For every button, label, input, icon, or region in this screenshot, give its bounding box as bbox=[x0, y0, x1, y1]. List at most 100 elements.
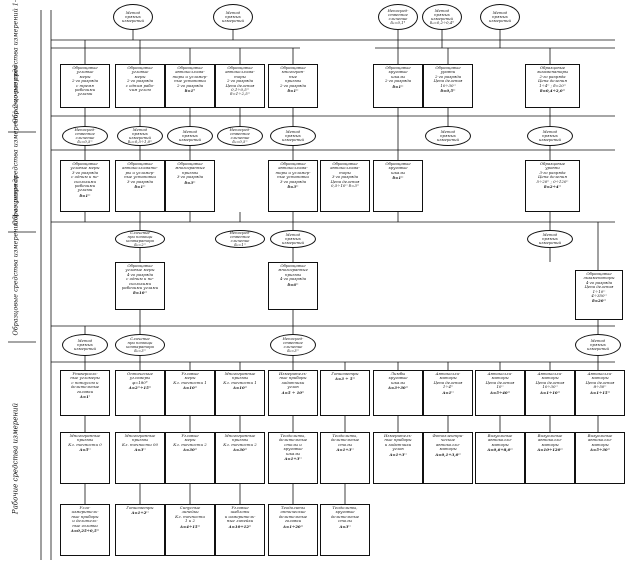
method-node-o2_6: Метод прямых измерений bbox=[425, 126, 471, 146]
method-node-o2_7: Метод прямых измерений bbox=[527, 126, 573, 146]
instrument-box-r2_5: Образцовые автоколлима- торы 3-го разряд… bbox=[320, 160, 370, 212]
instrument-name: Теодолиты, круговые делительные столы bbox=[330, 505, 360, 524]
instrument-box-w2_7: Измеритель- ные приборы и задатчики угло… bbox=[373, 432, 423, 484]
accuracy-value: Δ=1÷20'' bbox=[282, 523, 304, 529]
instrument-name: Многогранные призмы Кл. точности 2 bbox=[223, 433, 257, 447]
accuracy-value: δ=3'' bbox=[184, 179, 196, 185]
accuracy-value: δ=20'' bbox=[592, 298, 606, 304]
accuracy-value: Δ=3 ÷ 5'' bbox=[334, 376, 356, 382]
accuracy-value: Δ=30'' bbox=[232, 447, 248, 453]
instrument-name: Образцовые круговые шкалы 2-го разряда bbox=[384, 65, 412, 84]
accuracy-value: Δ=0,6÷8,0'' bbox=[487, 447, 513, 453]
accuracy-value: Δ=10÷12'' bbox=[228, 523, 252, 529]
accuracy-value: Δ=1' bbox=[79, 394, 91, 400]
instrument-name: Визуальные автоколли- маторы bbox=[537, 433, 563, 447]
instrument-name: Образцовые автоколлима- торы и угломер- … bbox=[172, 65, 208, 88]
instrument-name: Теодолиты, делительные столы bbox=[330, 433, 360, 447]
method-name: Метод прямых измерений δ₀=0,2÷0,4° bbox=[429, 7, 455, 26]
instrument-box-w1_2: Оптические угломеры φ=180°Δ=2''÷15'' bbox=[115, 370, 165, 416]
instrument-name: Универсаль- ные угломеры с нониусом и де… bbox=[70, 371, 100, 394]
instrument-box-w3_4: Угловые шаблоны и измеритель- ные линейк… bbox=[215, 504, 265, 556]
method-name: Непосред- ственное сличение δ₀=0,1° bbox=[387, 7, 409, 26]
method-node-o2_3: Метод прямых измерений bbox=[167, 126, 213, 146]
method-node-o3_2: Непосред- ственное сличение δ₀=1'' bbox=[215, 230, 265, 248]
instrument-box-r1_5: Образцовые многогран- ные призмы 2-го ра… bbox=[268, 64, 318, 108]
method-name: Сличение при помощи компаратора δ₀=2'' bbox=[126, 230, 154, 248]
method-name: Метод прямых измерений bbox=[539, 128, 561, 143]
method-name: Метод прямых измерений bbox=[222, 9, 244, 24]
accuracy-value: Δ=3'' bbox=[339, 523, 351, 529]
instrument-box-r3_3: Образцовые экзаменаторы 4-го разряда Цен… bbox=[575, 270, 623, 320]
accuracy-value: Δ=5'' bbox=[79, 447, 91, 453]
instrument-box-r2_4: Образцовые автоколлима- торы и угломер- … bbox=[268, 160, 318, 212]
method-node-o2_2: Метод прямых измерений δ₀=0,5÷1,0'' bbox=[117, 126, 163, 146]
method-name: Метод прямых измерений bbox=[587, 337, 609, 352]
accuracy-value: δ=1'' bbox=[392, 83, 404, 89]
accuracy-value: Δ=1'' bbox=[442, 389, 454, 395]
instrument-name: Образцовые автоколлима- торы 3-го разряд… bbox=[330, 161, 360, 189]
instrument-name: Визуальные автоколли- маторы bbox=[487, 433, 513, 447]
instrument-box-w3_1: Угло- измеритель- ные приборы и делитель… bbox=[60, 504, 110, 556]
method-name: Метод прямых измерений δ₀=0,5÷1,0'' bbox=[127, 126, 153, 145]
accuracy-value: Δ=1÷3'' bbox=[336, 447, 354, 453]
method-node-o4_1: Метод прямых измерений bbox=[62, 334, 108, 356]
instrument-name: Угловые меры Кл. точности 2 bbox=[173, 433, 207, 447]
accuracy-value: δ=1° bbox=[184, 88, 196, 94]
accuracy-value: δ=0,5'' bbox=[440, 88, 456, 94]
instrument-box-r2_2: Образцовые автоколлимато- ры и угломер- … bbox=[115, 160, 165, 212]
instrument-box-r1_2: Образцовые угловые меры 2-го разряда с о… bbox=[115, 64, 165, 108]
level-label-3: Образцовые средства измерений 4-го разря… bbox=[11, 175, 20, 336]
accuracy-value: Δ=1÷15'' bbox=[589, 389, 611, 395]
instrument-box-r1_8: Образцовые экзаменаторы 2-го разряда Цен… bbox=[525, 64, 580, 108]
instrument-name: Угло- измеритель- ные приборы и делитель… bbox=[71, 505, 99, 528]
method-name: Метод прямых измерений bbox=[489, 9, 511, 24]
instrument-name: Оптические угломеры φ=180° bbox=[127, 371, 153, 385]
method-name: Метод прямых измерений bbox=[282, 128, 304, 143]
method-node-m_top5: Метод прямых измерений bbox=[480, 4, 520, 30]
accuracy-value: Δ=10'' bbox=[182, 385, 198, 391]
instrument-box-w1_8: Автоколли- маторы Цена деления 1÷4''Δ=1'… bbox=[423, 370, 473, 416]
accuracy-value: Δ=1÷2'' bbox=[131, 510, 149, 516]
instrument-name: Образцовые угловые меры 2-го разряда с т… bbox=[71, 65, 99, 97]
accuracy-value: Δ=3'' bbox=[134, 447, 146, 453]
accuracy-value: Δ=3÷30'' bbox=[387, 385, 409, 391]
instrument-name: Многогранные призмы Кл. точности 1 bbox=[223, 371, 257, 385]
method-name: Метод прямых измерений bbox=[282, 231, 304, 246]
instrument-box-w1_9: Автоколли- маторы Цена деления 10''Δ=5÷4… bbox=[475, 370, 525, 416]
instrument-name: Многогранные призмы Кл. точности 0 bbox=[68, 433, 102, 447]
accuracy-value: δ=10'' bbox=[133, 290, 147, 296]
instrument-box-w1_1: Универсаль- ные угломеры с нониусом и де… bbox=[60, 370, 110, 416]
instrument-box-w1_10: Автоколли- маторы Цена деления 10÷30''Δ=… bbox=[525, 370, 575, 416]
instrument-name: Синусные линейки Кл. точности 1 и 2 bbox=[175, 505, 205, 524]
instrument-name: Угловые меры Кл. точности 1 bbox=[173, 371, 207, 385]
accuracy-value: Δ=4÷15'' bbox=[179, 523, 201, 529]
instrument-name: Теодолиты оптические делительные головки bbox=[278, 505, 308, 524]
method-node-m_top3: Непосред- ственное сличение δ₀=0,1° bbox=[378, 4, 418, 30]
method-node-o2_4: Непосред- ственное сличение δ₀=0,5'' bbox=[217, 126, 263, 146]
method-node-o3_1: Сличение при помощи компаратора δ₀=2'' bbox=[115, 230, 165, 248]
accuracy-value: δ=1'' bbox=[134, 184, 146, 190]
method-name: Непосред- ственное сличение δ₀=1'' bbox=[229, 230, 251, 248]
method-name: Метод прямых измерений bbox=[122, 9, 144, 24]
instrument-name: Образцовые уровни 3-го разряда Цена деле… bbox=[536, 161, 569, 184]
method-node-m_top4: Метод прямых измерений δ₀=0,2÷0,4° bbox=[422, 4, 462, 30]
instrument-name: Измеритель- ные приборы задатчики углов bbox=[279, 371, 307, 390]
accuracy-value: Δ=0,1÷3,0'' bbox=[435, 451, 461, 457]
accuracy-value: δ=3'' bbox=[287, 184, 299, 190]
method-node-o3_4: Метод прямых измерений bbox=[527, 230, 573, 248]
instrument-box-r1_1: Образцовые угловые меры 2-го разряда с т… bbox=[60, 64, 110, 108]
method-node-o4_3: Непосред- ственное сличение δ₀=3'' bbox=[270, 334, 316, 356]
